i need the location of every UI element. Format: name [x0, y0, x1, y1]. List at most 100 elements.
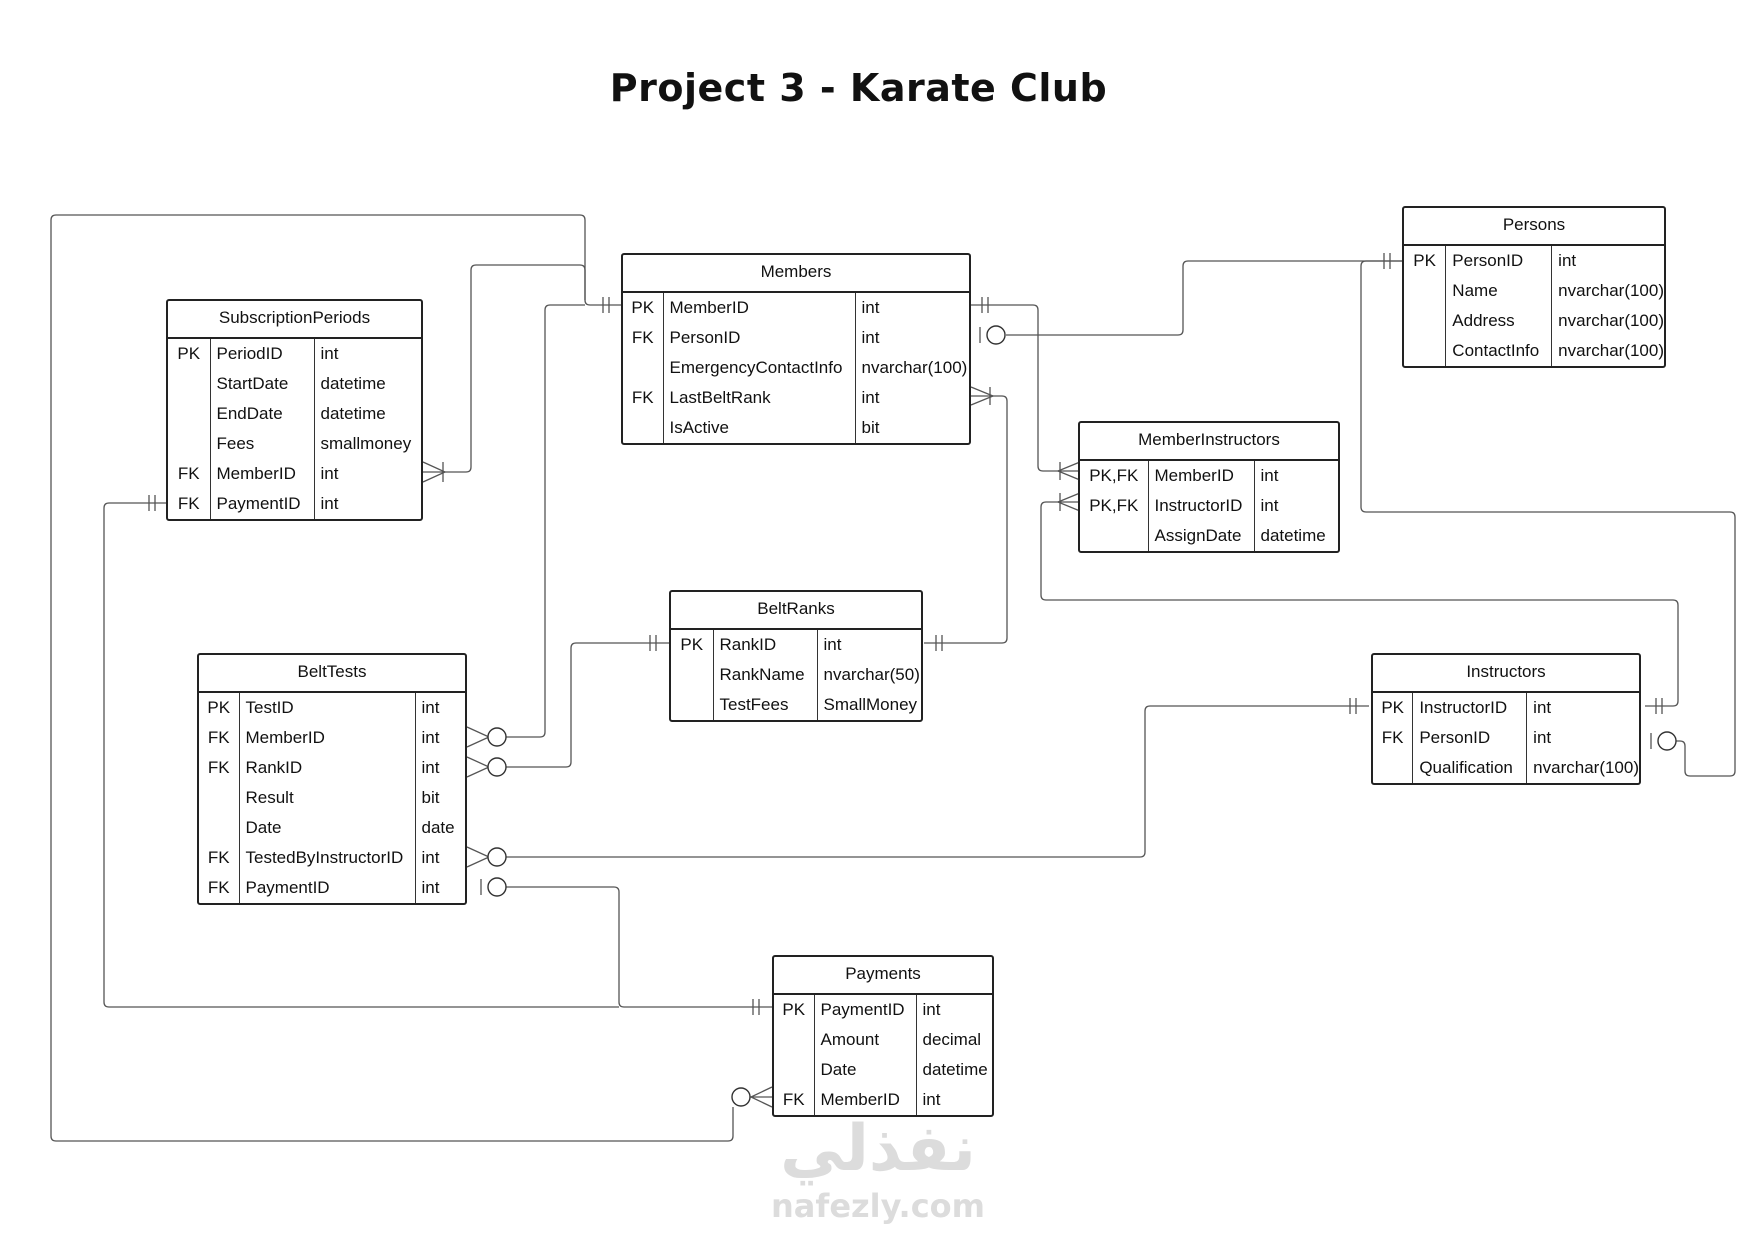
field-type: nvarchar(100) — [1558, 341, 1664, 360]
field-type: int — [421, 728, 440, 747]
field-name: RankName — [713, 660, 818, 690]
field-type: int — [320, 464, 339, 483]
key-cell: PK,FK — [1080, 491, 1149, 521]
key-cell: FK — [199, 753, 240, 783]
entity-title: Instructors — [1373, 655, 1639, 693]
field-name: Date — [814, 1055, 917, 1085]
key-cell — [1080, 521, 1149, 551]
field-name: PeriodID — [210, 339, 315, 369]
rel-instructors-belttests — [466, 698, 1369, 868]
key-cell: PK — [1404, 246, 1447, 276]
field-type: int — [823, 635, 842, 654]
field-name: Name — [1445, 276, 1553, 306]
field-name: InstructorID — [1412, 693, 1528, 723]
watermark-arabic: نفذلي — [780, 1112, 976, 1186]
key-cell — [623, 353, 664, 383]
watermark-latin: nafezly.com — [771, 1187, 985, 1225]
field-name: MemberID — [210, 459, 315, 489]
key-cell — [168, 399, 211, 429]
entity-title: Members — [623, 255, 969, 293]
diagram-title: Project 3 - Karate Club — [609, 66, 1108, 110]
key-cell: PK,FK — [1080, 461, 1149, 491]
entity-title: SubscriptionPeriods — [168, 301, 421, 339]
field-type: int — [320, 344, 339, 363]
field-type: SmallMoney — [823, 695, 918, 714]
field-row: Fees smallmoney — [168, 429, 421, 459]
field-name: PaymentID — [239, 873, 416, 903]
entity-title: MemberInstructors — [1080, 423, 1338, 461]
key-cell: FK — [623, 323, 664, 353]
key-cell — [1404, 336, 1447, 366]
entity-title: Payments — [774, 957, 992, 995]
field-type: nvarchar(100) — [861, 358, 968, 377]
field-type: datetime — [320, 374, 386, 393]
field-name: PaymentID — [210, 489, 315, 519]
field-name: Address — [1445, 306, 1553, 336]
key-cell — [1404, 306, 1447, 336]
field-name: Date — [239, 813, 416, 843]
field-name: TestFees — [713, 690, 818, 720]
key-cell — [774, 1025, 815, 1055]
key-cell: PK — [623, 293, 664, 323]
field-type: nvarchar(100) — [1533, 758, 1639, 777]
field-type: int — [320, 494, 339, 513]
field-row: Name nvarchar(100) — [1404, 276, 1664, 306]
field-name: MemberID — [1148, 461, 1255, 491]
field-name: TestedByInstructorID — [239, 843, 416, 873]
field-name: Qualification — [1412, 753, 1528, 783]
field-name: PersonID — [1445, 246, 1553, 276]
field-type: bit — [861, 418, 880, 437]
key-cell — [199, 813, 240, 843]
key-cell — [671, 660, 714, 690]
field-type: decimal — [922, 1030, 982, 1049]
key-cell: FK — [199, 843, 240, 873]
key-cell — [1373, 753, 1414, 783]
field-name: LastBeltRank — [663, 383, 856, 413]
rel-members-payments — [731, 1086, 773, 1108]
field-name: MemberID — [239, 723, 416, 753]
field-type: nvarchar(100) — [1558, 281, 1664, 300]
field-type: int — [922, 1090, 941, 1109]
rel-payments-belttests — [480, 877, 772, 1015]
field-row: RankName nvarchar(50) — [671, 660, 921, 690]
field-name: RankID — [239, 753, 416, 783]
field-name: PaymentID — [814, 995, 917, 1025]
field-name: EmergencyContactInfo — [663, 353, 856, 383]
field-type: int — [1558, 251, 1577, 270]
field-type: smallmoney — [320, 434, 412, 453]
key-cell: PK — [199, 693, 240, 723]
key-cell: FK — [774, 1085, 815, 1115]
field-type: nvarchar(50) — [823, 665, 920, 684]
key-cell: PK — [774, 995, 815, 1025]
field-name: Fees — [210, 429, 315, 459]
field-type: date — [421, 818, 455, 837]
key-cell — [168, 369, 211, 399]
